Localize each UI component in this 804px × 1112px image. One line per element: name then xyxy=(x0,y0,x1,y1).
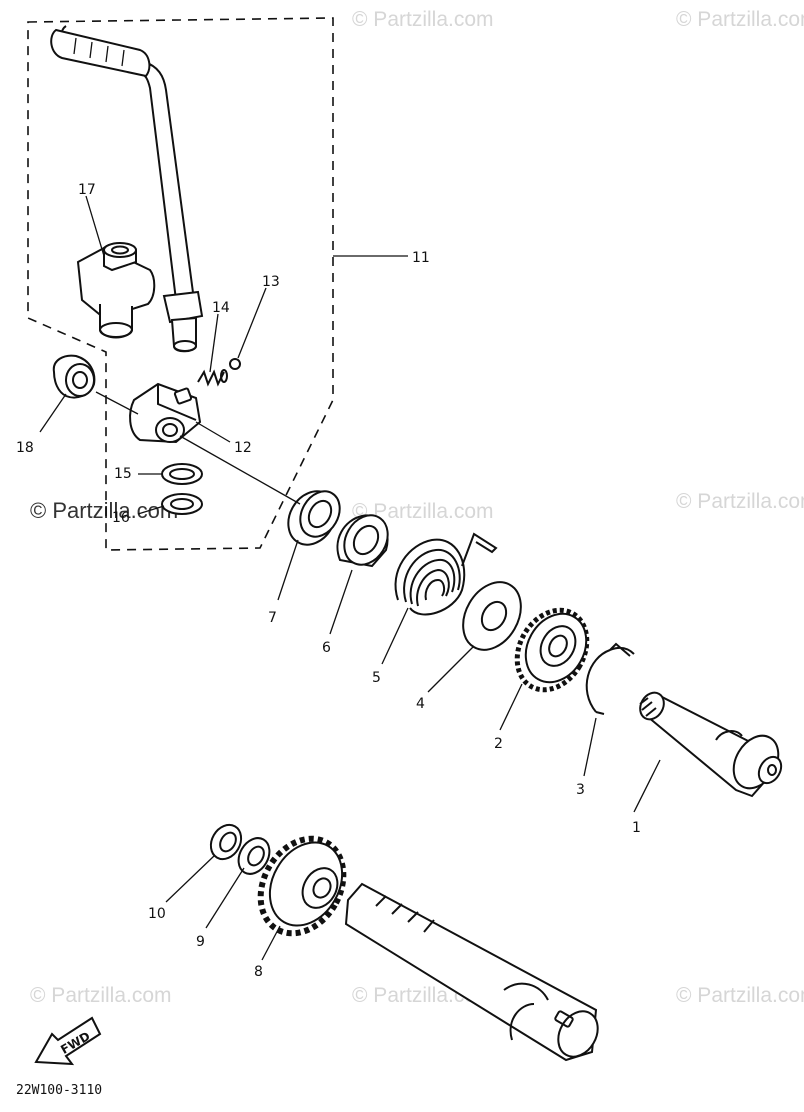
callout-2: 2 xyxy=(494,736,503,752)
callout-12: 12 xyxy=(234,440,252,456)
bushing-18 xyxy=(52,354,96,399)
leader-lines xyxy=(39,195,661,961)
callout-17: 17 xyxy=(78,182,96,198)
spring-14 xyxy=(197,369,228,387)
ball-13 xyxy=(229,358,241,370)
kick-boss-12 xyxy=(129,382,202,444)
kick-shaft xyxy=(344,882,599,1062)
watermark: © Partzilla.com xyxy=(676,490,804,513)
callout-7: 7 xyxy=(268,610,277,626)
watermark: © Partzilla.com xyxy=(676,984,804,1007)
circlip-10 xyxy=(209,823,243,861)
washer-4 xyxy=(462,581,522,651)
watermarks: © Partzilla.com © Partzilla.com © Partzi… xyxy=(30,8,804,1007)
kick-lever xyxy=(50,25,204,353)
watermark: © Partzilla.com xyxy=(352,500,494,523)
callout-8: 8 xyxy=(254,964,263,980)
assembly-boundary-11 xyxy=(27,17,334,551)
oil-seal-7 xyxy=(287,490,341,546)
watermark: © Partzilla.com xyxy=(676,8,804,31)
callout-5: 5 xyxy=(372,670,381,686)
washer-16 xyxy=(161,493,203,515)
kick-axle-1 xyxy=(639,691,783,798)
callout-1: 1 xyxy=(632,820,641,836)
callout-14: 14 xyxy=(212,300,230,316)
callouts: 1 2 3 4 5 6 7 8 9 10 11 12 13 14 15 16 1… xyxy=(16,182,641,980)
callout-18: 18 xyxy=(16,440,34,456)
watermark-dark: © Partzilla.com xyxy=(30,498,178,523)
watermark: © Partzilla.com xyxy=(30,984,172,1007)
washer-15 xyxy=(161,463,203,485)
callout-4: 4 xyxy=(416,696,425,712)
washer-9 xyxy=(237,837,271,875)
callout-13: 13 xyxy=(262,274,280,290)
gear-8 xyxy=(257,835,347,937)
circlip-3 xyxy=(585,642,635,715)
kick-boss-17 xyxy=(76,242,156,339)
diagram-code: 22W100-3110 xyxy=(16,1083,102,1098)
callout-9: 9 xyxy=(196,934,205,950)
callout-10: 10 xyxy=(148,906,166,922)
torsion-spring-5 xyxy=(394,532,498,616)
watermark: © Partzilla.com xyxy=(352,8,494,31)
fwd-arrow: FWD xyxy=(34,1016,102,1066)
callout-3: 3 xyxy=(576,782,585,798)
callout-15: 15 xyxy=(114,466,132,482)
collar-6 xyxy=(336,514,389,568)
ratchet-gear-2 xyxy=(514,607,590,693)
callout-11: 11 xyxy=(412,250,430,266)
callout-6: 6 xyxy=(322,640,331,656)
callout-16: 16 xyxy=(112,510,130,526)
